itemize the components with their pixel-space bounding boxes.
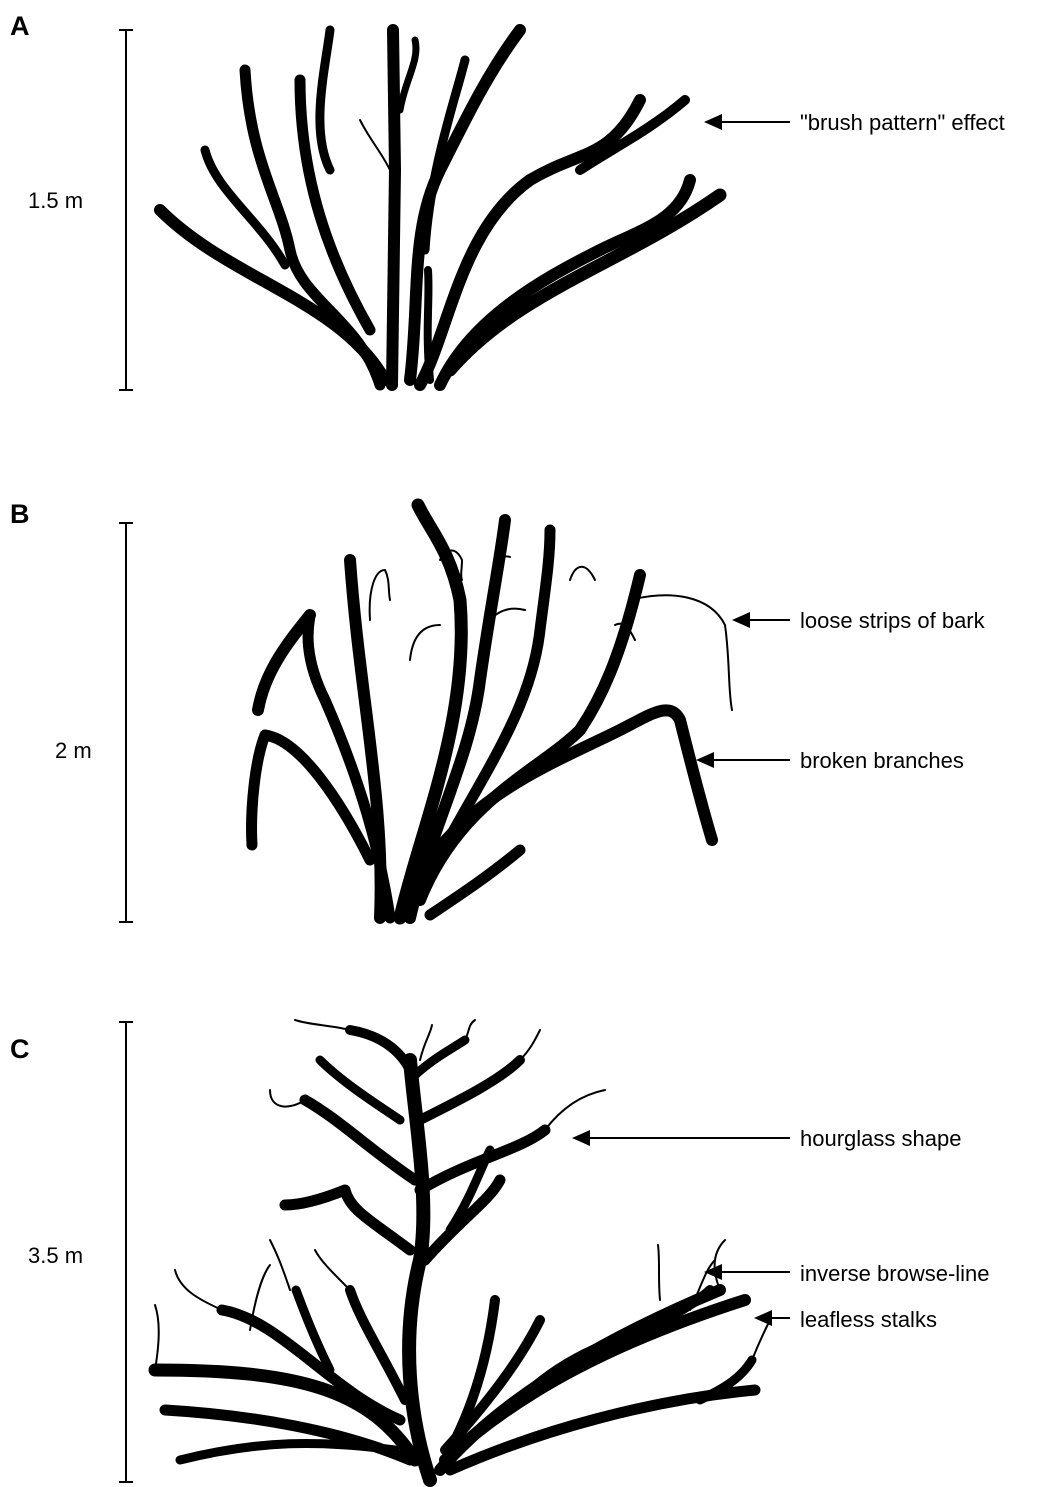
panel-c-letter: C	[10, 1034, 30, 1064]
inverse-browse-line-label: inverse browse-line	[800, 1261, 990, 1286]
panel-b-shrub	[252, 505, 732, 918]
panel-b-annotation-broken: broken branches	[696, 748, 964, 773]
panel-c-scale-label: 3.5 m	[28, 1243, 83, 1268]
panel-a-shrub	[160, 30, 720, 385]
panel-b-scale-bar	[119, 523, 133, 922]
panel-c-scale-bar	[119, 1022, 133, 1482]
hourglass-label: hourglass shape	[800, 1126, 961, 1151]
panel-a-scale-label: 1.5 m	[28, 188, 83, 213]
panel-a-letter: A	[10, 11, 30, 41]
broken-branches-label: broken branches	[800, 748, 964, 773]
panel-b: B 2 m	[10, 499, 986, 922]
panel-a-annotation-brush-pattern: "brush pattern" effect	[704, 110, 1005, 135]
panel-c-annotation-browse-line: inverse browse-line	[704, 1261, 990, 1286]
panel-c-shrub	[155, 1020, 770, 1480]
panel-c-annotation-stalks: leafless stalks	[754, 1307, 937, 1332]
panel-b-letter: B	[10, 499, 30, 529]
panel-b-annotation-bark: loose strips of bark	[732, 608, 986, 633]
panel-c-annotation-hourglass: hourglass shape	[572, 1126, 961, 1151]
panel-c: C 3.5 m	[10, 1020, 990, 1482]
loose-strips-label: loose strips of bark	[800, 608, 986, 633]
brush-pattern-label: "brush pattern" effect	[800, 110, 1005, 135]
leafless-stalks-label: leafless stalks	[800, 1307, 937, 1332]
panel-a: A 1.5 m "brush pattern"	[10, 11, 1005, 390]
panel-b-scale-label: 2 m	[55, 738, 92, 763]
panel-a-scale-bar	[119, 30, 133, 390]
